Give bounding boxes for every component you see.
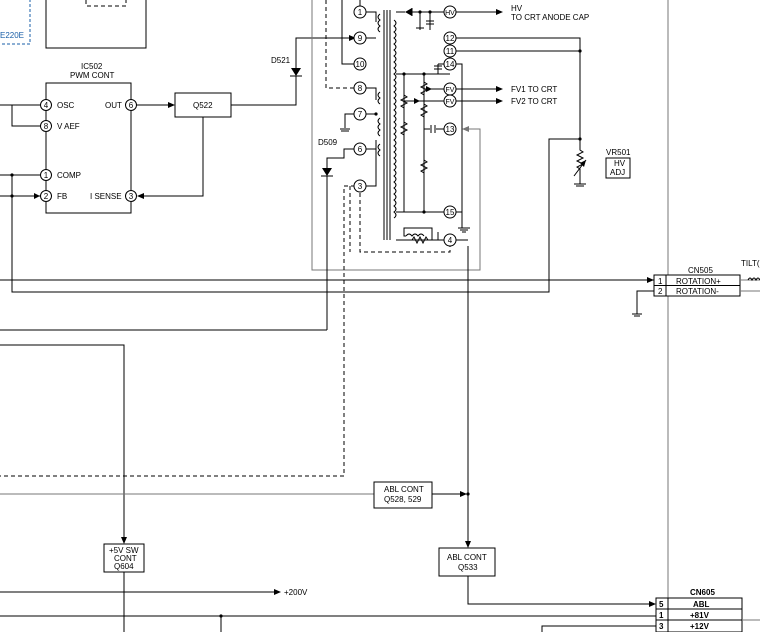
d521-label: D521: [271, 56, 291, 65]
abl-cont-q528-line1: ABL CONT: [384, 485, 424, 494]
fbt-pin-6: 6: [358, 145, 363, 154]
abl-cont-q528-block: [373, 481, 433, 509]
cn605-81v: +81V: [690, 611, 710, 620]
ic502-pin-1: 1: [44, 171, 49, 180]
abl-cont-q533-line2: Q533: [458, 563, 478, 572]
fbt-pins: 1 9 10 8 7 6 3 HV 12 11 14 FV FV 13 15 4: [353, 5, 457, 247]
v200-label: +200V: [284, 588, 308, 597]
d509-label: D509: [318, 138, 338, 147]
cn605-pin-3: 3: [659, 622, 664, 631]
ic502-pin-fb: FB: [57, 192, 67, 201]
ic502-pin-4: 4: [44, 101, 49, 110]
fbt-pin-9: 9: [358, 34, 363, 43]
q604-line2: CONT: [114, 554, 137, 563]
tilt-label: TILT(: [741, 259, 760, 268]
q604-block: [103, 543, 145, 573]
cn605-12v: +12V: [690, 622, 710, 631]
cn605-connector: CN605 5 ABL 1 +81V 3 +12V: [655, 588, 760, 632]
fbt-pin-11: 11: [446, 47, 455, 56]
cn505-pin-1: 1: [658, 277, 663, 286]
fv2-label: FV2 TO CRT: [511, 97, 557, 106]
fbt-pin-13: 13: [446, 125, 455, 134]
fbt-pin-7: 7: [358, 110, 363, 119]
fbt-pin-12: 12: [446, 34, 455, 43]
vr501-adj: ADJ: [610, 168, 625, 177]
hv-label: HV: [511, 4, 523, 13]
cn505-connector: CN505 1 ROTATION+ 2 ROTATION- TILT(: [632, 259, 760, 317]
fv1-label: FV1 TO CRT: [511, 85, 557, 94]
cn605-abl: ABL: [693, 600, 710, 609]
fbt-pin-3: 3: [358, 182, 363, 191]
fbt-pin-hv: HV: [445, 10, 455, 17]
cn605-pin-1: 1: [659, 611, 664, 620]
blue-part-box: E220E: [0, 0, 147, 49]
vr501-ref: VR501: [606, 148, 631, 157]
ic502-pin-6: 6: [129, 101, 134, 110]
q604-line3: Q604: [114, 562, 134, 571]
cn505-pin-2: 2: [658, 287, 663, 296]
abl-cont-q528-line2: Q528, 529: [384, 495, 422, 504]
abl-cont-q533-block: [438, 547, 496, 577]
ic502-pin-3: 3: [129, 192, 134, 201]
abl-cont-q533-line1: ABL CONT: [447, 553, 487, 562]
cn505-rotation-plus: ROTATION+: [676, 277, 721, 286]
fbt-pin-fv2: FV: [446, 99, 455, 106]
fbt-pin-fv1: FV: [446, 87, 455, 94]
cn605-pin-5: 5: [659, 600, 664, 609]
fbt-pin-8: 8: [358, 84, 363, 93]
ic502-block: IC502 PWM CONT 4 OSC 8 V AEF 1 COMP 2 FB…: [0, 62, 137, 214]
fbt-pin-15: 15: [446, 208, 455, 217]
ic502-pin-osc: OSC: [57, 101, 75, 110]
fbt-pin-4: 4: [448, 236, 453, 245]
ic502-pin-vaef: V AEF: [57, 122, 80, 131]
cn605-ref: CN605: [690, 588, 715, 597]
ic502-pin-isense: I SENSE: [90, 192, 122, 201]
ic502-pin-comp: COMP: [57, 171, 81, 180]
fbt-pin-14: 14: [446, 60, 455, 69]
blue-part-ref: E220E: [0, 31, 24, 40]
q604-line1: +5V SW: [109, 546, 139, 555]
q522-label: Q522: [193, 101, 213, 110]
hv-dest-label: TO CRT ANODE CAP: [511, 13, 589, 22]
fbt-pin-1: 1: [358, 8, 363, 17]
vr501-hv: HV: [614, 159, 626, 168]
fbt-block: D509: [0, 0, 481, 477]
ic502-pin-2: 2: [44, 192, 49, 201]
ic502-body: [45, 82, 132, 214]
cn505-ref: CN505: [688, 266, 713, 275]
ic502-pin-out: OUT: [105, 101, 122, 110]
vr501-block: VR501 HV ADJ: [573, 139, 631, 187]
ic502-ref: IC502: [81, 62, 103, 71]
ic502-pin-8: 8: [44, 122, 49, 131]
fbt-pin-10: 10: [356, 60, 365, 69]
cn505-rotation-minus: ROTATION-: [676, 287, 719, 296]
ic502-name: PWM CONT: [70, 71, 115, 80]
